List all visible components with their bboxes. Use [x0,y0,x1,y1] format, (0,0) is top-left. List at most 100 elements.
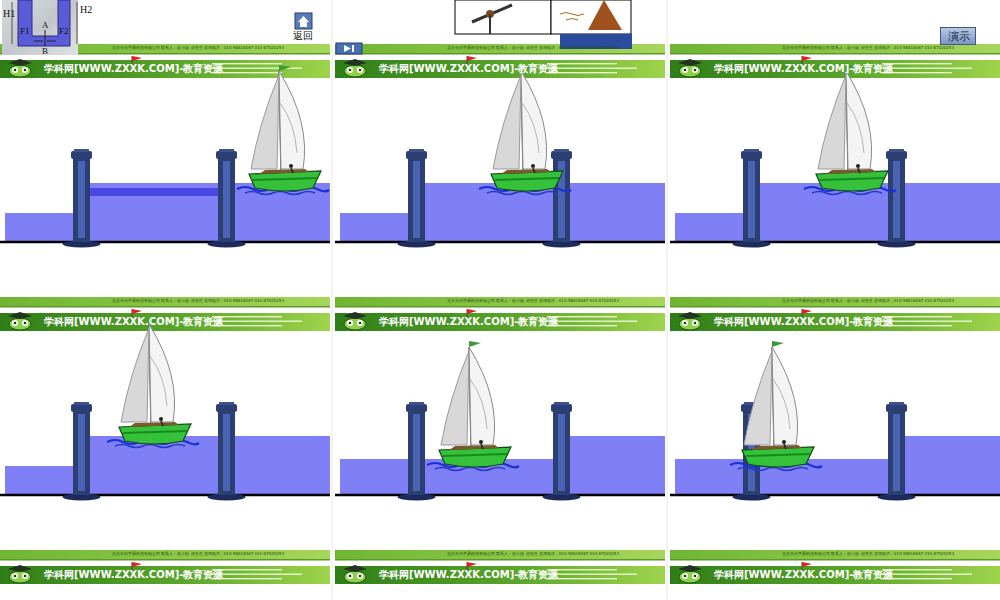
gate-cap [71,151,92,159]
force-arrow [34,41,43,42]
wake [245,192,315,195]
wake [435,468,505,471]
logo-body [679,571,701,583]
logo-eye [12,573,18,579]
logo-eye [12,320,18,326]
footer-note: 北京今日学易科技有限公司 联系人：赵小姐 邵先生 咨询电话：010-588180… [782,46,954,50]
gate-slot [78,161,85,238]
note-line [212,574,302,575]
ground-line [670,241,1000,244]
footer-band [670,550,1000,559]
footer-edge [670,53,1000,55]
crew [782,440,786,444]
footer-edge [335,559,665,561]
downstream-water [5,213,75,241]
header-bar [335,309,665,331]
footer-bar [670,550,1000,561]
note-line [212,321,302,322]
gate-cap [551,151,572,159]
lock-scene [0,65,330,248]
logo-eye [347,67,353,73]
upstream-water [233,436,330,494]
wake [487,192,557,195]
gate-slot [413,161,420,238]
footer-band [335,44,665,53]
gate-cap [741,151,762,159]
header-title: 学科网[WWW.ZXXK.COM]-教育资源 [714,570,893,580]
logo-pupil [14,69,17,72]
play-button [336,43,362,54]
footer-bar [670,44,1000,55]
cone [588,0,622,30]
gate-pillar [888,155,905,242]
crew [159,417,163,421]
hull-stripe [820,178,884,180]
logo-eye [357,320,363,326]
logo-pupil [349,322,352,325]
sailboat [479,65,571,195]
ground-line [0,494,330,497]
footer-band [0,297,330,306]
logo-cap [8,312,32,319]
pressure-diagram [2,0,78,55]
header-band [670,60,1000,78]
gate-slot [223,414,230,491]
deck [449,445,499,450]
gate-pillar [73,155,90,242]
header-title: 学科网[WWW.ZXXK.COM]-教育资源 [379,317,558,327]
force-arrow [47,41,56,42]
gate-slot [78,414,85,491]
u-tube [18,0,70,46]
flag [802,562,812,567]
note-line [882,574,972,575]
logo-cap [678,565,702,572]
header-title: 学科网[WWW.ZXXK.COM]-教育资源 [714,317,893,327]
cell-divider [332,0,333,600]
gate-cap [406,404,427,412]
pennant [469,341,481,347]
crew [533,168,535,173]
logo-eye [347,573,353,579]
jib-sail [744,351,772,445]
gate-pillar [553,408,570,495]
gate-cap-top [74,402,89,405]
lock-scene [670,341,1000,501]
logo-pupil [24,69,27,72]
header-band [335,313,665,331]
sail-seam [470,379,487,429]
footer-bar [0,297,330,308]
logo-eye [682,320,688,326]
lever-post [489,14,491,34]
note-line [882,68,972,69]
hull [249,171,321,191]
header-band [670,313,1000,331]
header-bar [335,56,665,78]
flag [467,56,477,61]
footer-edge [0,306,330,308]
logo-eye [22,573,28,579]
hull-stripe [746,454,810,456]
crew [479,440,483,444]
hull-stripe [253,178,317,180]
gate-slot [413,414,420,491]
footer-band [670,297,1000,306]
sailboat [107,318,199,448]
jib-sail [493,75,521,169]
symbol-label: A [42,21,49,30]
wake [812,192,882,195]
logo-eye [22,67,28,73]
hull [742,447,814,467]
logo-pupil [684,322,687,325]
ground-line [335,494,665,497]
logo-pupil [694,575,697,578]
sail-seam [773,379,790,429]
gate-pillar [408,408,425,495]
footer-note: 北京今日学易科技有限公司 联系人：赵小姐 邵先生 咨询电话：010-588180… [112,552,284,556]
pennant [279,65,291,71]
logo-eye [692,320,698,326]
main-sail [846,71,872,169]
gate-cap-top [744,149,759,152]
crew [291,168,293,173]
